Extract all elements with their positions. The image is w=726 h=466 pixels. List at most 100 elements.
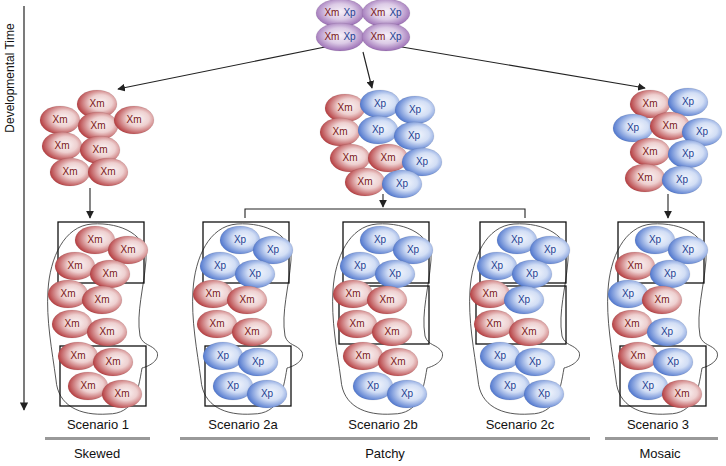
cell-body — [474, 310, 514, 338]
cell-content: Xm — [102, 380, 142, 408]
cell-content: Xm — [58, 342, 98, 370]
cell: Xp — [235, 260, 275, 288]
cell-content: Xm — [337, 310, 377, 338]
cell-content: Xm — [378, 348, 418, 376]
allele-label: Xm — [63, 166, 78, 178]
cell-content: Xm — [474, 310, 514, 338]
cell-content: Xm — [78, 112, 118, 140]
arrow — [363, 52, 372, 88]
cell: Xm — [227, 286, 267, 314]
group-bar — [180, 437, 590, 440]
embryo — [608, 222, 718, 414]
cell: Xm — [372, 318, 412, 346]
allele-label: Xp — [343, 7, 355, 19]
cell: Xp — [647, 318, 687, 346]
group-bar — [45, 437, 150, 440]
cell: Xp — [480, 342, 520, 370]
allele-label: Xp — [544, 244, 556, 256]
cell-body — [82, 286, 122, 314]
allele-label: Xm — [101, 166, 116, 178]
allele-label: Xm — [127, 114, 142, 126]
cell: Xp — [668, 236, 708, 264]
arrow — [382, 194, 383, 207]
cell-content: Xm — [82, 286, 122, 314]
cell-body — [325, 94, 365, 122]
cell-content: Xm — [114, 106, 154, 134]
cell-body — [193, 280, 233, 308]
group-bar — [605, 437, 718, 440]
cell: Xm — [87, 318, 127, 346]
cell: Xm — [625, 164, 665, 192]
cell-content: Xm — [372, 318, 412, 346]
cell: Xp — [340, 252, 380, 280]
cell-body — [515, 348, 555, 376]
axis-label: Developmental Time — [3, 23, 18, 132]
cell-content: Xp — [353, 372, 393, 400]
cell-content: Xp — [628, 372, 668, 400]
cell-body — [343, 342, 383, 370]
cell-body — [340, 252, 380, 280]
allele-label: Xm — [343, 152, 358, 164]
cell-body — [316, 23, 364, 51]
scenario-label: Scenario 1 — [67, 417, 129, 432]
cell-body — [320, 118, 360, 146]
allele-label: Xm — [61, 288, 76, 300]
allele-label: Xm — [356, 350, 371, 362]
cell: Xp — [635, 226, 675, 254]
cell-content: Xm — [68, 372, 108, 400]
time-axis — [23, 6, 24, 410]
allele-label: Xp — [627, 122, 639, 134]
allele-label: Xp — [518, 294, 530, 306]
cell-body — [382, 170, 422, 198]
cell-body — [653, 348, 693, 376]
allele-label: Xp — [682, 96, 694, 108]
cell: Xm — [630, 90, 670, 118]
cell: Xp — [650, 260, 690, 288]
cell: Xp — [490, 372, 530, 400]
allele-label: Xm — [675, 388, 690, 400]
cell: Xp — [382, 170, 422, 198]
cell-content: Xp — [682, 118, 722, 146]
cell-content: Xm — [77, 90, 117, 118]
allele-label: Xm — [103, 268, 118, 280]
cell-body — [608, 280, 648, 308]
allele-label: Xp — [401, 388, 413, 400]
cell-body — [642, 286, 682, 314]
cell-content: Xp — [360, 226, 400, 254]
cell-body — [232, 318, 272, 346]
cell: Xp — [668, 88, 708, 116]
allele-label: Xp — [682, 244, 694, 256]
cell: Xm — [108, 236, 148, 264]
cell-body — [668, 140, 708, 168]
allele-label: Xm — [115, 388, 130, 400]
cell-content: Xm — [80, 136, 120, 164]
cell: XmXp — [316, 0, 364, 27]
cell-content: XmXp — [362, 23, 410, 51]
cell-shape — [362, 23, 410, 51]
allele-label: Xm — [370, 7, 385, 19]
allele-label: Xp — [367, 380, 379, 392]
cell: Xp — [402, 148, 442, 176]
cell-content: Xm — [325, 94, 365, 122]
cell: Xm — [78, 112, 118, 140]
cell: Xp — [200, 252, 240, 280]
allele-label: Xp — [396, 178, 408, 190]
allele-label: Xm — [483, 288, 498, 300]
allele-label: Xp — [214, 260, 226, 272]
cell-body — [358, 116, 398, 144]
cell-content: Xp — [200, 252, 240, 280]
cell-content: Xm — [367, 286, 407, 314]
allele-label: Xm — [324, 31, 339, 43]
category-label: Skewed — [74, 446, 120, 461]
allele-label: Xp — [538, 388, 550, 400]
allele-label: Xp — [511, 234, 523, 246]
cell-body — [114, 106, 154, 134]
arrow — [667, 194, 668, 218]
cell-content: Xm — [330, 144, 370, 172]
cell-content: XmXp — [316, 23, 364, 51]
cell-content: Xm — [662, 380, 702, 408]
allele-label: Xm — [638, 172, 653, 184]
cell-content: Xp — [512, 260, 552, 288]
cell: XmXp — [362, 23, 410, 51]
cell-body — [504, 286, 544, 314]
